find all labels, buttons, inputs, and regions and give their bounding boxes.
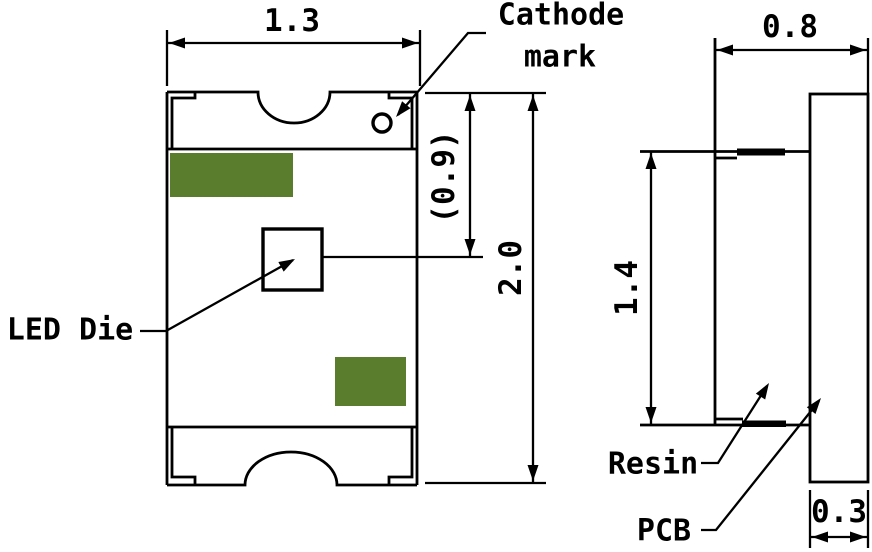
pcb-callout: PCB: [637, 394, 826, 549]
side-view-dimensions: 0.8 1.4 0.3: [609, 9, 870, 548]
led-die-label: LED Die: [7, 313, 133, 348]
pcb-width-dimension-value: 0.8: [762, 9, 818, 45]
arrowhead: [464, 239, 476, 255]
arrowhead: [755, 380, 774, 400]
arrowhead: [850, 531, 866, 543]
width-dimension: 1.3: [165, 3, 422, 86]
arrowhead: [717, 44, 733, 56]
electrode-inner-steps: [170, 92, 414, 485]
top-view: [165, 90, 419, 487]
arrowhead: [169, 37, 185, 49]
side-view-labels: Resin PCB: [608, 380, 826, 549]
arrowhead: [645, 153, 657, 169]
pcb-label: PCB: [637, 514, 691, 549]
resin-label: Resin: [608, 447, 698, 482]
top-view-dimensions: 1.3 (0.9) 2.0: [165, 3, 546, 485]
pcb-body: [808, 92, 870, 484]
arrowhead: [645, 407, 657, 423]
arrowhead: [527, 95, 539, 111]
top-view-labels: Cathode mark LED Die: [7, 0, 624, 348]
led-die-square: [261, 227, 324, 292]
side-view: [640, 38, 870, 484]
resin-leader-line: [701, 385, 768, 465]
cathode-leader-line: [397, 31, 486, 116]
arrowhead: [527, 465, 539, 481]
arrowhead: [850, 44, 866, 56]
resin-height-dimension-value: 1.4: [609, 260, 645, 316]
cathode-mark-callout: Cathode mark: [391, 0, 624, 121]
electrode-pad-lower: [335, 357, 406, 406]
arrowhead: [464, 95, 476, 111]
pcb-width-dimension: 0.8: [715, 9, 870, 94]
lead-top: [737, 148, 785, 156]
height-dimension: 2.0: [425, 93, 546, 485]
arrowhead: [402, 37, 418, 49]
cathode-label-line1: Cathode: [498, 0, 624, 33]
arrowhead: [812, 531, 828, 543]
resin-body: [640, 38, 810, 427]
die-offset-dimension: (0.9): [322, 93, 483, 259]
led-die-leader-line: [140, 258, 294, 333]
package-outline: [165, 90, 419, 487]
pcb-thickness-dimension: 0.3: [808, 490, 870, 548]
height-dimension-value: 2.0: [493, 240, 529, 296]
resin-callout: Resin: [608, 380, 774, 482]
pcb-leader-line: [701, 400, 820, 532]
electrode-pad-upper: [170, 153, 293, 197]
resin-height-dimension: 1.4: [609, 151, 657, 425]
arrowhead: [278, 254, 298, 272]
pcb-thickness-dimension-value: 0.3: [811, 494, 867, 530]
lead-bottom: [742, 420, 786, 427]
led-die-callout: LED Die: [7, 254, 298, 348]
width-dimension-value: 1.3: [264, 3, 320, 39]
cathode-mark-circle: [371, 112, 393, 134]
cathode-label-line2: mark: [524, 40, 596, 75]
die-offset-dimension-value: (0.9): [426, 130, 462, 223]
